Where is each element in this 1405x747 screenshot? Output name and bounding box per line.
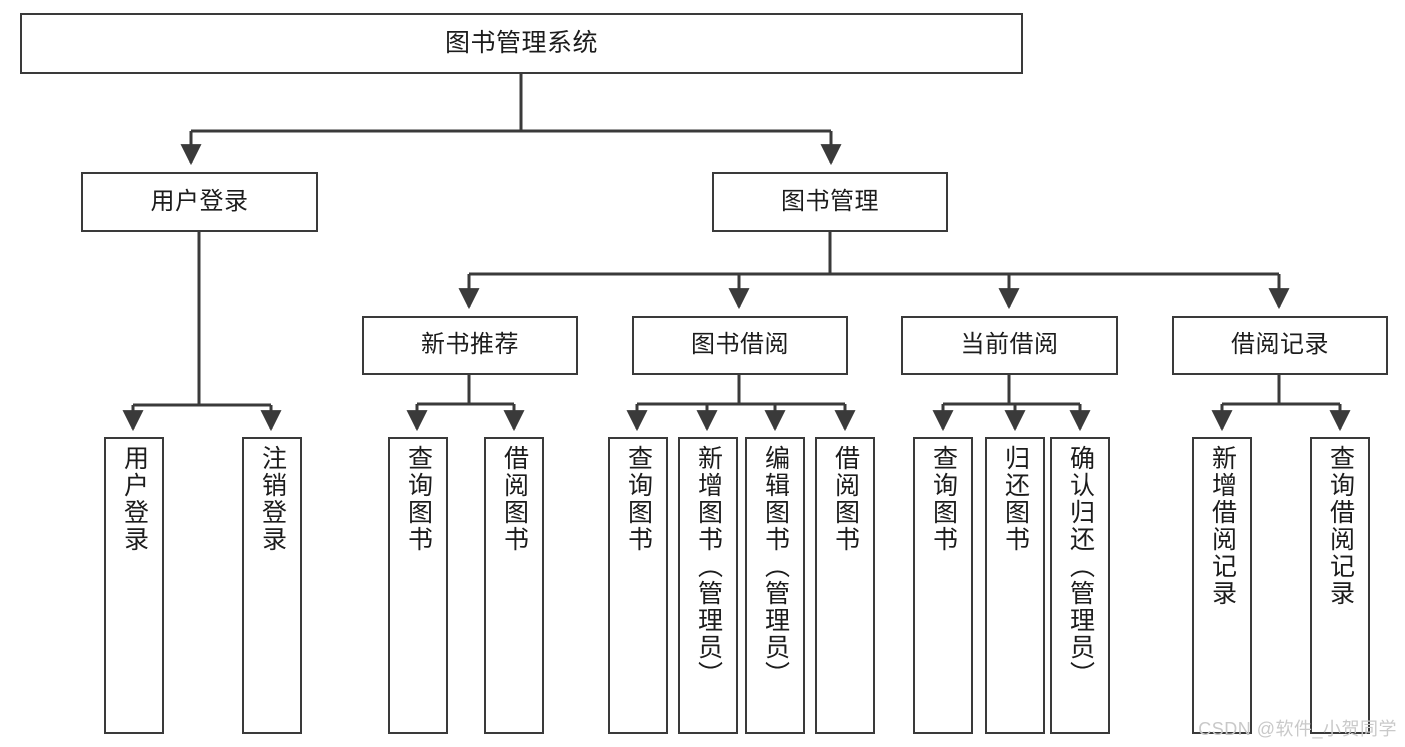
node-borrow-record[interactable]: 借阅记录 — [1172, 316, 1388, 375]
node-label: 借阅图书 — [831, 445, 860, 553]
node-label: 图书管理 — [781, 187, 879, 215]
node-label: 注销登录 — [258, 445, 287, 553]
node-book-borrow[interactable]: 图书借阅 — [632, 316, 848, 375]
leaf-current-borrow-query-book[interactable]: 查询图书 — [913, 437, 973, 734]
leaf-book-borrow-borrow-book[interactable]: 借阅图书 — [815, 437, 875, 734]
node-label: 图书借阅 — [691, 331, 789, 359]
node-label: 借阅记录 — [1231, 331, 1329, 359]
leaf-book-borrow-edit-book-admin[interactable]: 编辑图书（管理员） — [745, 437, 805, 734]
node-label: 新增借阅记录 — [1208, 445, 1237, 607]
node-label: 确认归还（管理员） — [1066, 445, 1095, 688]
leaf-borrow-record-add-record[interactable]: 新增借阅记录 — [1192, 437, 1252, 734]
node-label: 新书推荐 — [421, 331, 519, 359]
node-book-management[interactable]: 图书管理 — [712, 172, 948, 232]
node-label: 用户登录 — [120, 445, 149, 553]
leaf-new-book-query-book[interactable]: 查询图书 — [388, 437, 448, 734]
node-current-borrow[interactable]: 当前借阅 — [901, 316, 1118, 375]
leaf-borrow-record-query-record[interactable]: 查询借阅记录 — [1310, 437, 1370, 734]
node-new-book-recommend[interactable]: 新书推荐 — [362, 316, 578, 375]
node-label: 查询图书 — [624, 445, 653, 553]
csdn-watermark: CSDN @软件_小贺同学 — [1198, 719, 1397, 739]
leaf-current-borrow-return-book[interactable]: 归还图书 — [985, 437, 1045, 734]
node-label: 用户登录 — [150, 187, 249, 215]
node-label: 新增图书（管理员） — [694, 445, 723, 688]
node-label: 编辑图书（管理员） — [761, 445, 790, 688]
leaf-user-login-logout[interactable]: 注销登录 — [242, 437, 302, 734]
leaf-current-borrow-confirm-return-admin[interactable]: 确认归还（管理员） — [1050, 437, 1110, 734]
node-label: 查询图书 — [404, 445, 433, 553]
leaf-user-login-login[interactable]: 用户登录 — [104, 437, 164, 734]
node-label: 归还图书 — [1001, 445, 1030, 553]
node-label: 借阅图书 — [500, 445, 529, 553]
node-root-book-management-system[interactable]: 图书管理系统 — [20, 13, 1023, 74]
node-label: 查询借阅记录 — [1326, 445, 1355, 607]
node-label: 查询图书 — [929, 445, 958, 553]
leaf-book-borrow-add-book-admin[interactable]: 新增图书（管理员） — [678, 437, 738, 734]
node-label: 图书管理系统 — [444, 28, 598, 57]
leaf-new-book-borrow-book[interactable]: 借阅图书 — [484, 437, 544, 734]
node-label: 当前借阅 — [960, 331, 1059, 359]
node-user-login[interactable]: 用户登录 — [81, 172, 318, 232]
leaf-book-borrow-query-book[interactable]: 查询图书 — [608, 437, 668, 734]
